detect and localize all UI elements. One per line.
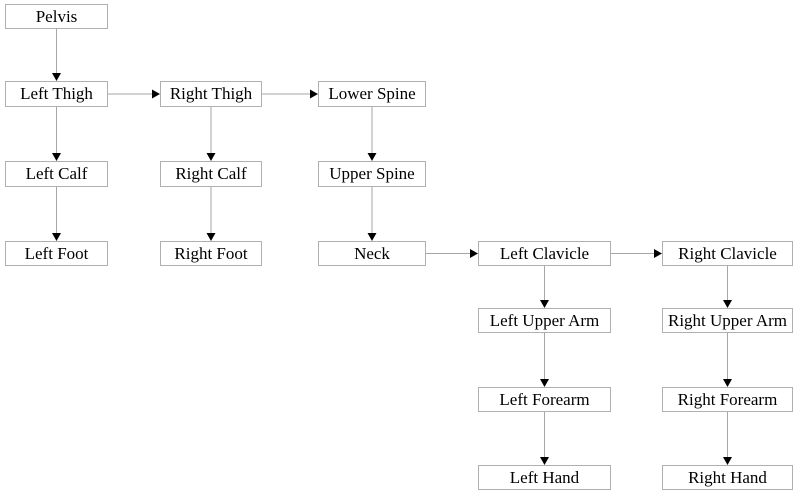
node-right-hand: Right Hand bbox=[662, 465, 793, 490]
edge-left-clavicle-left-upper-arm bbox=[540, 266, 549, 308]
edge-pelvis-left-thigh bbox=[52, 29, 61, 81]
node-left-foot: Left Foot bbox=[5, 241, 108, 266]
node-left-upper-arm: Left Upper Arm bbox=[478, 308, 611, 333]
node-neck: Neck bbox=[318, 241, 426, 266]
node-left-hand: Left Hand bbox=[478, 465, 611, 490]
edge-right-thigh-right-calf bbox=[206, 107, 216, 161]
edge-left-forearm-left-hand bbox=[540, 412, 549, 465]
edge-right-upper-arm-right-forearm bbox=[723, 333, 732, 387]
edge-right-forearm-right-hand bbox=[723, 412, 732, 465]
node-upper-spine: Upper Spine bbox=[318, 161, 426, 187]
node-pelvis: Pelvis bbox=[5, 4, 108, 29]
node-right-forearm: Right Forearm bbox=[662, 387, 793, 412]
node-right-calf: Right Calf bbox=[160, 161, 262, 187]
edge-left-calf-left-foot bbox=[52, 187, 61, 241]
node-left-thigh: Left Thigh bbox=[5, 81, 108, 107]
edge-neck-left-clavicle bbox=[426, 249, 478, 258]
edge-right-thigh-lower-spine bbox=[262, 89, 318, 99]
edge-right-clavicle-right-upper-arm bbox=[723, 266, 732, 308]
node-right-foot: Right Foot bbox=[160, 241, 262, 266]
node-lower-spine: Lower Spine bbox=[318, 81, 426, 107]
node-left-clavicle: Left Clavicle bbox=[478, 241, 611, 266]
edge-right-calf-right-foot bbox=[206, 187, 216, 241]
edge-lower-spine-upper-spine bbox=[367, 107, 377, 161]
edge-left-upper-arm-left-forearm bbox=[540, 333, 549, 387]
node-right-clavicle: Right Clavicle bbox=[662, 241, 793, 266]
edge-left-thigh-right-thigh bbox=[108, 89, 160, 99]
edge-upper-spine-neck bbox=[367, 187, 377, 241]
node-left-calf: Left Calf bbox=[5, 161, 108, 187]
edge-left-thigh-left-calf bbox=[52, 107, 61, 161]
edge-left-clavicle-right-clavicle bbox=[611, 249, 662, 258]
node-right-thigh: Right Thigh bbox=[160, 81, 262, 107]
node-left-forearm: Left Forearm bbox=[478, 387, 611, 412]
node-right-upper-arm: Right Upper Arm bbox=[662, 308, 793, 333]
